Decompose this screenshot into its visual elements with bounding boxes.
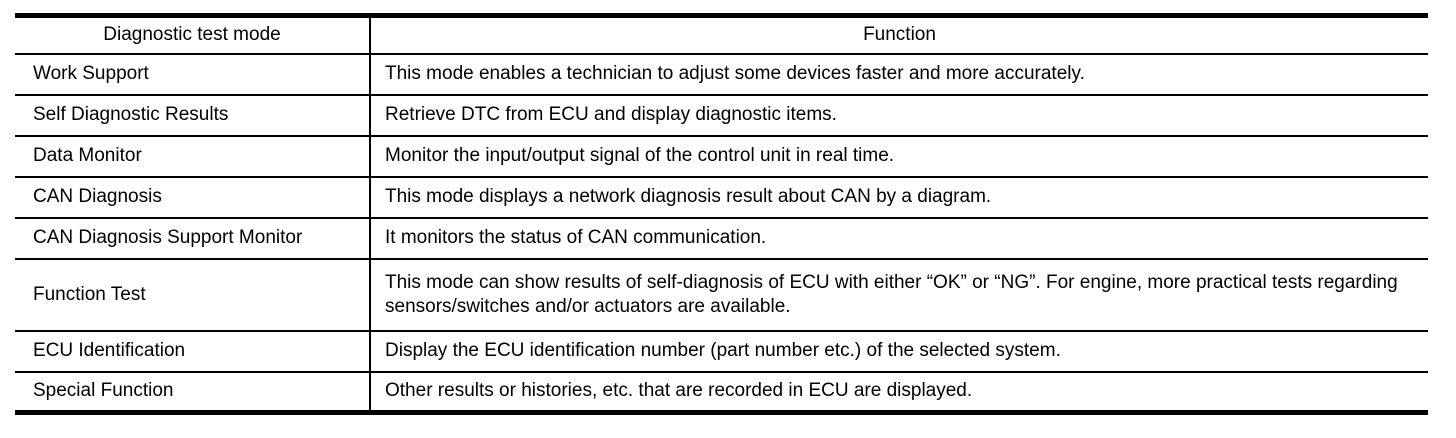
mode-cell: Data Monitor	[15, 135, 370, 178]
column-header-diagnostic-test-mode: Diagnostic test mode	[15, 15, 370, 55]
table-row: Special Function Other results or histori…	[15, 371, 1428, 413]
function-cell: This mode can show results of self-diagn…	[369, 258, 1428, 332]
column-header-function: Function	[369, 15, 1428, 55]
mode-cell: CAN Diagnosis Support Monitor	[15, 217, 370, 260]
diagnostic-modes-table: Diagnostic test mode Function Work Suppo…	[15, 13, 1428, 415]
function-cell: This mode displays a network diagnosis r…	[369, 176, 1428, 219]
function-cell: Other results or histories, etc. that ar…	[369, 371, 1428, 413]
mode-cell: ECU Identification	[15, 330, 370, 373]
mode-cell: CAN Diagnosis	[15, 176, 370, 219]
function-cell: Display the ECU identification number (p…	[369, 330, 1428, 373]
function-cell: Retrieve DTC from ECU and display diagno…	[369, 94, 1428, 137]
mode-cell: Special Function	[33, 380, 174, 402]
mode-cell: Self Diagnostic Results	[15, 94, 370, 137]
function-cell: Monitor the input/output signal of the c…	[369, 135, 1428, 178]
header-row: Diagnostic test mode Function	[15, 15, 1428, 55]
table-header: Diagnostic test mode Function	[15, 15, 1428, 55]
mode-cell: Function Test	[15, 258, 370, 332]
function-cell: This mode enables a technician to adjust…	[369, 53, 1428, 96]
function-cell: It monitors the status of CAN communicat…	[369, 217, 1428, 260]
mode-cell: Work Support	[15, 53, 370, 96]
